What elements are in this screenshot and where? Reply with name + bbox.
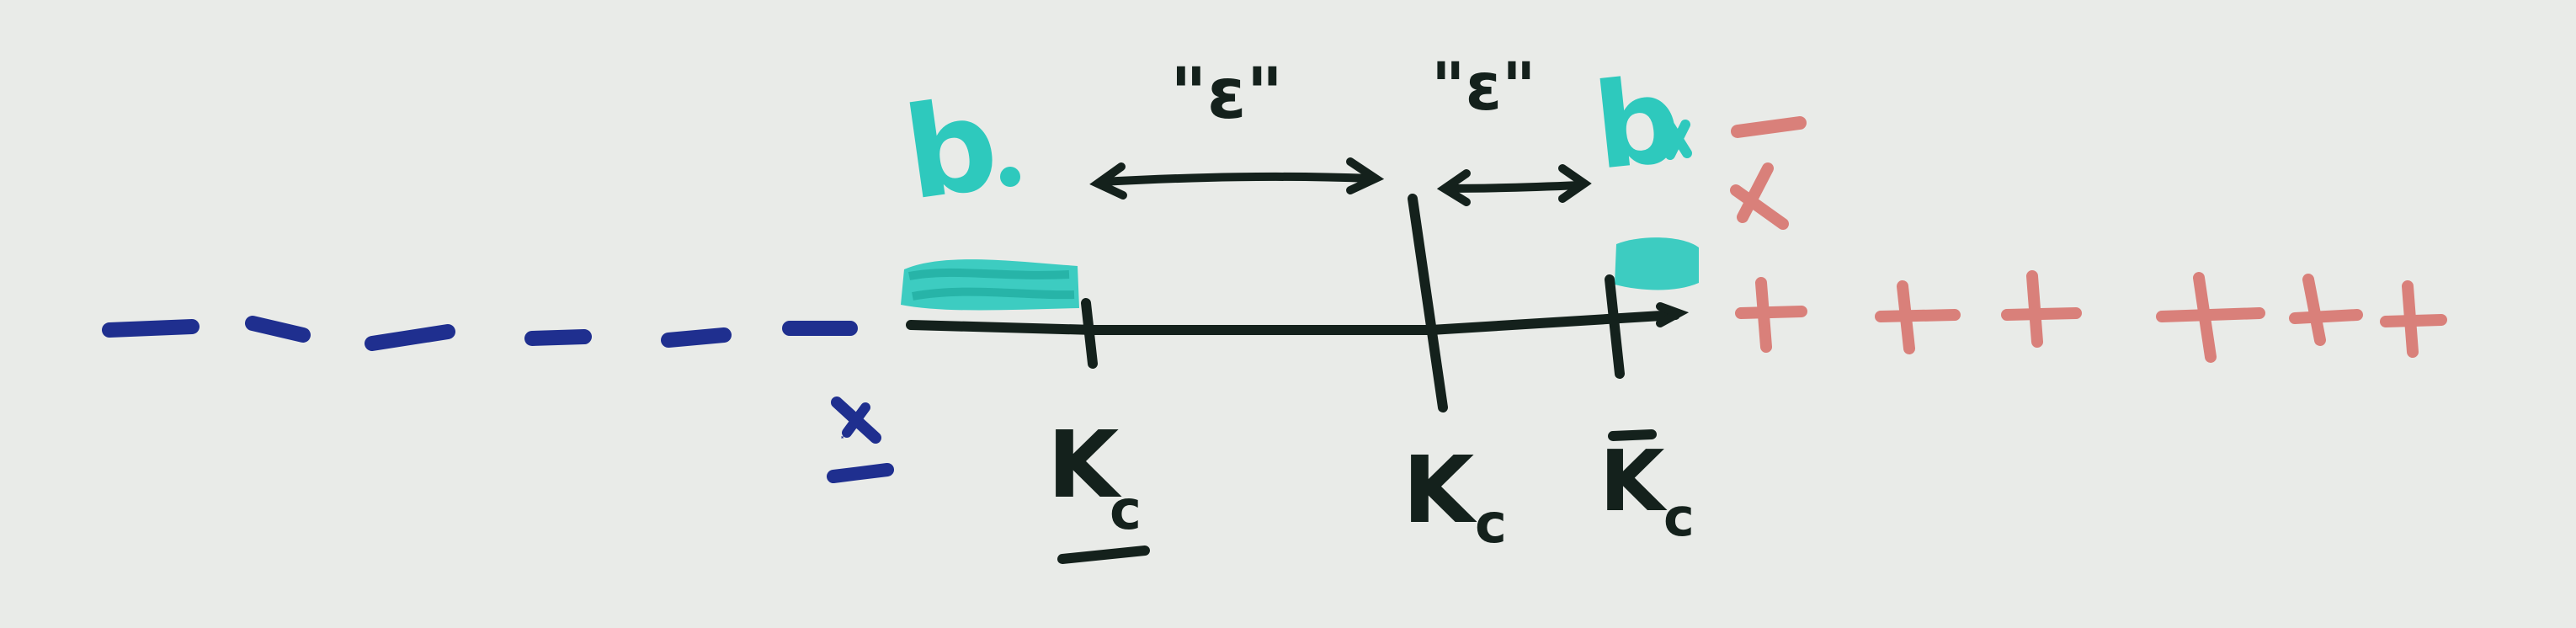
- red-x-bar-label: x: [1730, 116, 1807, 230]
- red-plus: [1875, 280, 1961, 354]
- blue-dash: [365, 324, 455, 351]
- blue-dash-sequence: [102, 316, 858, 351]
- double-arrow-right: [1436, 164, 1592, 206]
- kc-right-overline: [1608, 429, 1657, 441]
- teal-b-left: b: [897, 71, 1007, 228]
- red-x-label: x: [1743, 218, 1744, 220]
- blue-dash: [245, 316, 311, 343]
- teal-shaded-region-left: [901, 259, 1079, 311]
- number-line: [906, 310, 1680, 335]
- blue-dash: [524, 329, 592, 346]
- kc-middle-subscript: c: [1475, 493, 1507, 556]
- blue-x-bar: [827, 463, 894, 483]
- teal-dot-left: [1000, 167, 1020, 187]
- tick-middle: [1408, 194, 1448, 412]
- red-plus: [2156, 272, 2265, 363]
- blue-x-label: x: [842, 437, 844, 439]
- red-x-glyph-stroke: [1737, 162, 1774, 223]
- double-arrow-left: [1089, 157, 1385, 200]
- teal-small-x-right: [1665, 120, 1692, 160]
- teal-shaded-region-right: [1615, 237, 1699, 290]
- number-line-arrowhead: [1656, 302, 1690, 327]
- kc-left-letter: K: [1047, 411, 1122, 519]
- teal-b-label-left: b: [897, 71, 1020, 229]
- epsilon-label-left: "ε": [1170, 52, 1283, 135]
- red-plus: [2289, 274, 2363, 346]
- kc-left-underline: [1057, 546, 1150, 564]
- tick-right: [1605, 274, 1625, 379]
- teal-b-label-right: b: [1589, 51, 1692, 197]
- blue-dash: [661, 327, 732, 348]
- kc-label-middle: K c: [1402, 436, 1507, 556]
- red-plus: [2380, 280, 2447, 358]
- epsilon-label-right: "ε": [1431, 50, 1536, 125]
- epsilon-text-right: "ε": [1431, 50, 1536, 125]
- tick-marks: [1081, 194, 1625, 412]
- red-x-glyph-stroke: [1730, 184, 1789, 230]
- kc-middle-letter: K: [1402, 436, 1477, 544]
- blue-x-glyph-stroke: [842, 402, 870, 438]
- kc-left-subscript: c: [1110, 480, 1142, 542]
- blue-dash: [102, 319, 200, 338]
- red-x-bar: [1731, 116, 1807, 138]
- tick-left: [1081, 298, 1098, 369]
- red-plus: [1735, 277, 1807, 353]
- kc-label-left: K c: [1047, 411, 1150, 564]
- kc-right-letter: K: [1599, 432, 1668, 530]
- blue-x-bar-label: x: [827, 396, 894, 483]
- red-plus-sequence: [1735, 270, 2447, 363]
- epsilon-text-left: "ε": [1170, 52, 1283, 135]
- red-plus: [2001, 270, 2082, 348]
- kc-right-subscript: c: [1663, 487, 1695, 548]
- kc-label-right: K c: [1599, 429, 1695, 548]
